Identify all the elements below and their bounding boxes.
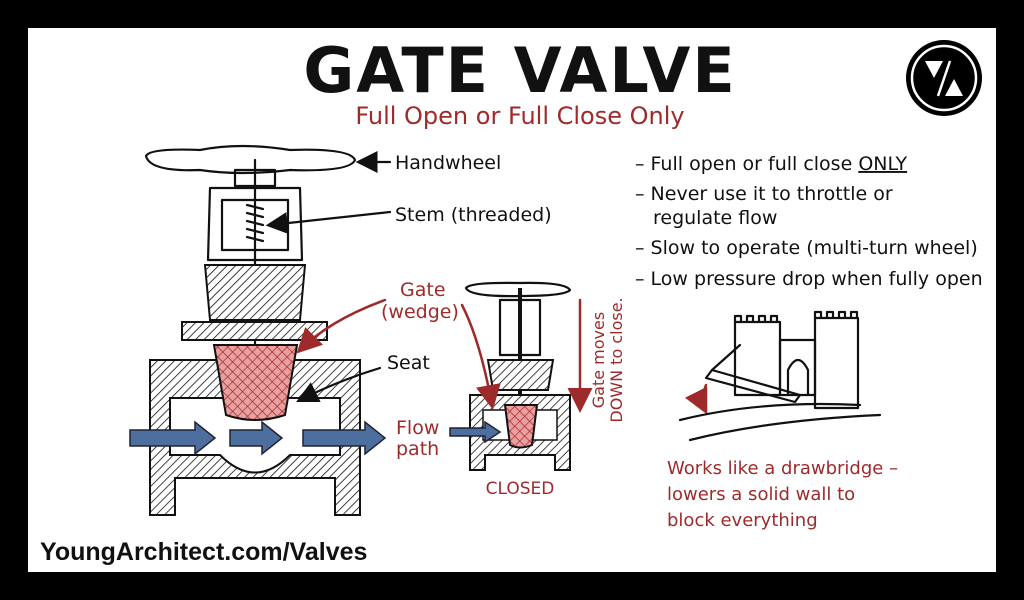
flow-label-line2: path (396, 438, 439, 460)
bullet-item: – Full open or full close ONLY (635, 153, 908, 175)
drawbridge-caption-line2: lowers a solid wall to (667, 484, 855, 505)
page-title: GATE VALVE (303, 34, 736, 107)
bullet-item: – Never use it to throttle or (635, 183, 893, 205)
gate-moves-label-line2: DOWN to close. (607, 297, 626, 422)
gate-label-line2: (wedge) (381, 301, 459, 323)
subtitle: Full Open or Full Close Only (355, 102, 684, 130)
open-gate-valve-illustration (129, 144, 392, 516)
closed-label: CLOSED (486, 479, 555, 499)
young-architect-logo (906, 40, 982, 116)
drawbridge-caption-line3: block everything (667, 510, 818, 531)
flow-label-line1: Flow (396, 417, 439, 439)
bullet-item: – Low pressure drop when fully open (635, 268, 983, 290)
closed-gate-valve-illustration (449, 281, 593, 471)
gate-label-line1: Gate (400, 279, 446, 301)
bullet-item-continuation: regulate flow (653, 207, 777, 229)
stem-label: Stem (threaded) (395, 204, 552, 226)
footer-url[interactable]: YoungArchitect.com/Valves (40, 538, 367, 566)
gate-moves-label-line1: Gate moves (589, 312, 608, 408)
drawbridge-castle-illustration (678, 310, 882, 442)
handwheel-label: Handwheel (395, 152, 501, 174)
bullet-item: – Slow to operate (multi-turn wheel) (635, 237, 978, 259)
seat-label: Seat (387, 352, 430, 374)
drawbridge-caption-line1: Works like a drawbridge – (667, 458, 898, 479)
bullet-list: – Full open or full close ONLY – Never u… (635, 153, 983, 290)
